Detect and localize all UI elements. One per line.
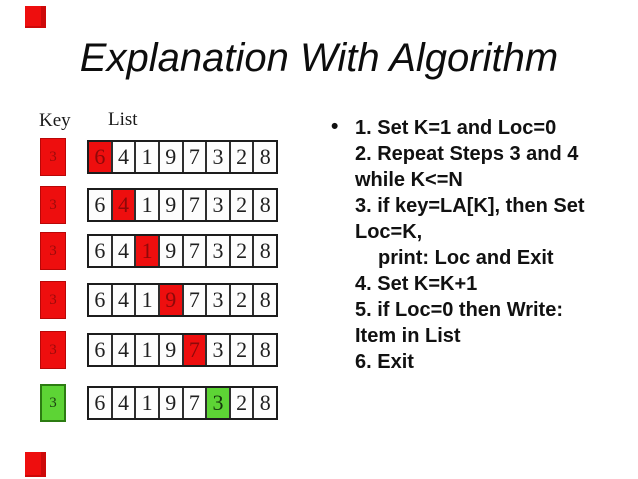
bullet-marker: • — [331, 115, 339, 138]
list-cell-highlighted: 9 — [159, 285, 184, 315]
list-cell: 4 — [113, 236, 137, 266]
algorithm-steps-text: 1. Set K=1 and Loc=0 2. Repeat Steps 3 an… — [355, 115, 635, 375]
list-cell: 7 — [184, 190, 208, 220]
list-cell: 4 — [113, 142, 137, 172]
algorithm-step-line: Loc=K, — [355, 221, 423, 243]
list-cell: 8 — [259, 192, 271, 217]
key-box: 3 — [40, 138, 66, 176]
algorithm-step-line: 2. Repeat Steps 3 and 4 — [355, 143, 579, 165]
list-cell: 1 — [136, 142, 160, 172]
list-cell: 8 — [259, 238, 271, 263]
key-box: 3 — [40, 232, 66, 270]
list-cell: 2 — [231, 190, 255, 220]
key-box: 3 — [40, 384, 66, 422]
list-cell: 3 — [207, 142, 231, 172]
list-cell: 7 — [184, 388, 208, 418]
list-cell: 6 — [89, 335, 113, 365]
algorithm-step-line: print: Loc and Exit — [378, 247, 554, 269]
list-cell: 6 — [89, 190, 113, 220]
list-cell: 3 — [207, 190, 231, 220]
list-cell: 9 — [160, 142, 184, 172]
algorithm-step-line: 5. if Loc=0 then Write: — [355, 299, 563, 321]
list-cell: 7 — [184, 285, 208, 315]
list-cell: 1 — [136, 285, 160, 315]
list-cell: 3 — [207, 285, 231, 315]
list-cell: 6 — [89, 236, 113, 266]
list-cell: 9 — [160, 335, 184, 365]
algorithm-step-line: while K<=N — [355, 169, 463, 191]
list-cell-highlighted: 3 — [207, 388, 231, 418]
algorithm-step-line: 3. if key=LA[K], then Set — [355, 195, 585, 217]
list-cell-highlighted: 4 — [112, 190, 137, 220]
list-cell: 4 — [113, 388, 137, 418]
key-column-label: Key — [39, 110, 71, 131]
list-cell: 4 — [113, 285, 137, 315]
list-cell: 8 — [259, 390, 271, 415]
list-cell: 2 — [231, 388, 255, 418]
key-box: 3 — [40, 331, 66, 369]
list-cell: 9 — [160, 236, 184, 266]
list-cell: 8 — [259, 144, 271, 169]
list-cell: 9 — [160, 190, 184, 220]
list-cell: 2 — [231, 335, 255, 365]
slide-title: Explanation With Algorithm — [79, 36, 559, 80]
list-cell-highlighted: 7 — [183, 335, 208, 365]
algorithm-step-line: 4. Set K=K+1 — [355, 273, 478, 295]
red-corner-accent-bottom — [25, 452, 46, 477]
list-cell: 1 — [136, 190, 160, 220]
key-box: 3 — [40, 186, 66, 224]
list-cell: 7 — [184, 236, 208, 266]
list-cell: 2 — [231, 285, 255, 315]
red-corner-accent-top — [25, 6, 46, 28]
list-cell: 1 — [136, 388, 160, 418]
list-cell: 6 — [89, 388, 113, 418]
list-cell: 8 — [259, 337, 271, 362]
list-cell: 2 — [231, 236, 255, 266]
list-column-label: List — [108, 109, 138, 130]
list-cell-highlighted: 1 — [136, 236, 160, 266]
list-cell: 9 — [160, 388, 184, 418]
key-box: 3 — [40, 281, 66, 319]
list-cell: 2 — [231, 142, 255, 172]
list-cell: 6 — [89, 285, 113, 315]
algorithm-step-line: 6. Exit — [355, 351, 414, 373]
list-cell: 4 — [113, 335, 137, 365]
list-cell: 8 — [259, 287, 271, 312]
list-cell: 1 — [136, 335, 160, 365]
algorithm-step-line: 1. Set K=1 and Loc=0 — [355, 117, 557, 139]
list-cell: 3 — [207, 335, 231, 365]
algorithm-step-line: Item in List — [355, 325, 461, 347]
list-cell: 7 — [184, 142, 208, 172]
list-cell-highlighted: 6 — [89, 142, 113, 172]
list-cell: 3 — [207, 236, 231, 266]
